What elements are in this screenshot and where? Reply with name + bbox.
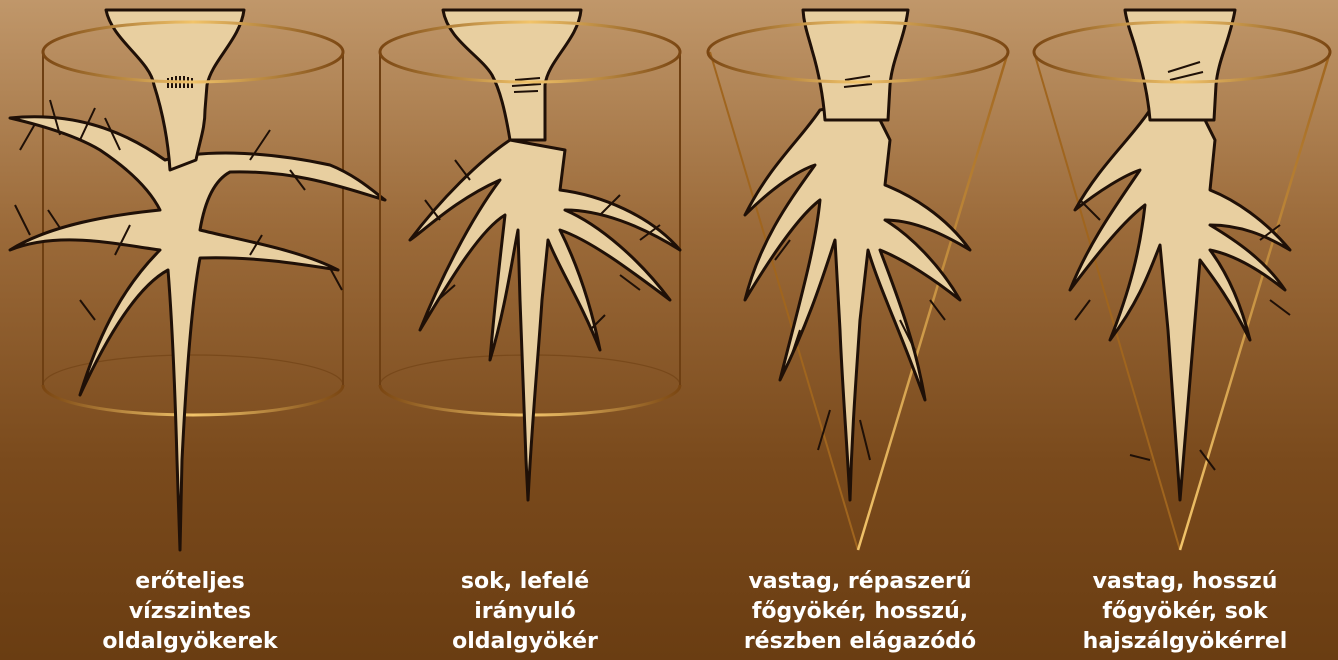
caption-3-line-1: vastag, répaszerű — [710, 567, 1010, 597]
panel-2-illustration — [380, 10, 680, 500]
caption-3: vastag, répaszerű főgyökér, hosszú, rész… — [710, 567, 1010, 657]
panel-4-illustration — [1034, 10, 1330, 550]
caption-1-line-2: vízszintes — [40, 597, 340, 627]
caption-3-line-2: főgyökér, hosszú, — [710, 597, 1010, 627]
root-4 — [1070, 10, 1290, 500]
panel-3-illustration — [708, 10, 1008, 550]
caption-1: erőteljes vízszintes oldalgyökerek — [40, 567, 340, 657]
root-2 — [410, 10, 680, 500]
caption-4-line-3: hajszálgyökérrel — [1035, 627, 1335, 657]
panel-1-illustration — [10, 10, 385, 550]
caption-1-line-3: oldalgyökerek — [40, 627, 340, 657]
caption-4-line-1: vastag, hosszú — [1035, 567, 1335, 597]
caption-2-line-1: sok, lefelé — [375, 567, 675, 597]
caption-4: vastag, hosszú főgyökér, sok hajszálgyök… — [1035, 567, 1335, 657]
root-illustrations — [0, 0, 1338, 560]
caption-4-line-2: főgyökér, sok — [1035, 597, 1335, 627]
root-3 — [745, 10, 970, 500]
root-1 — [10, 10, 385, 550]
caption-2-line-3: oldalgyökér — [375, 627, 675, 657]
caption-2-line-2: irányuló — [375, 597, 675, 627]
caption-2: sok, lefelé irányuló oldalgyökér — [375, 567, 675, 657]
caption-1-line-1: erőteljes — [40, 567, 340, 597]
caption-3-line-3: részben elágazódó — [710, 627, 1010, 657]
